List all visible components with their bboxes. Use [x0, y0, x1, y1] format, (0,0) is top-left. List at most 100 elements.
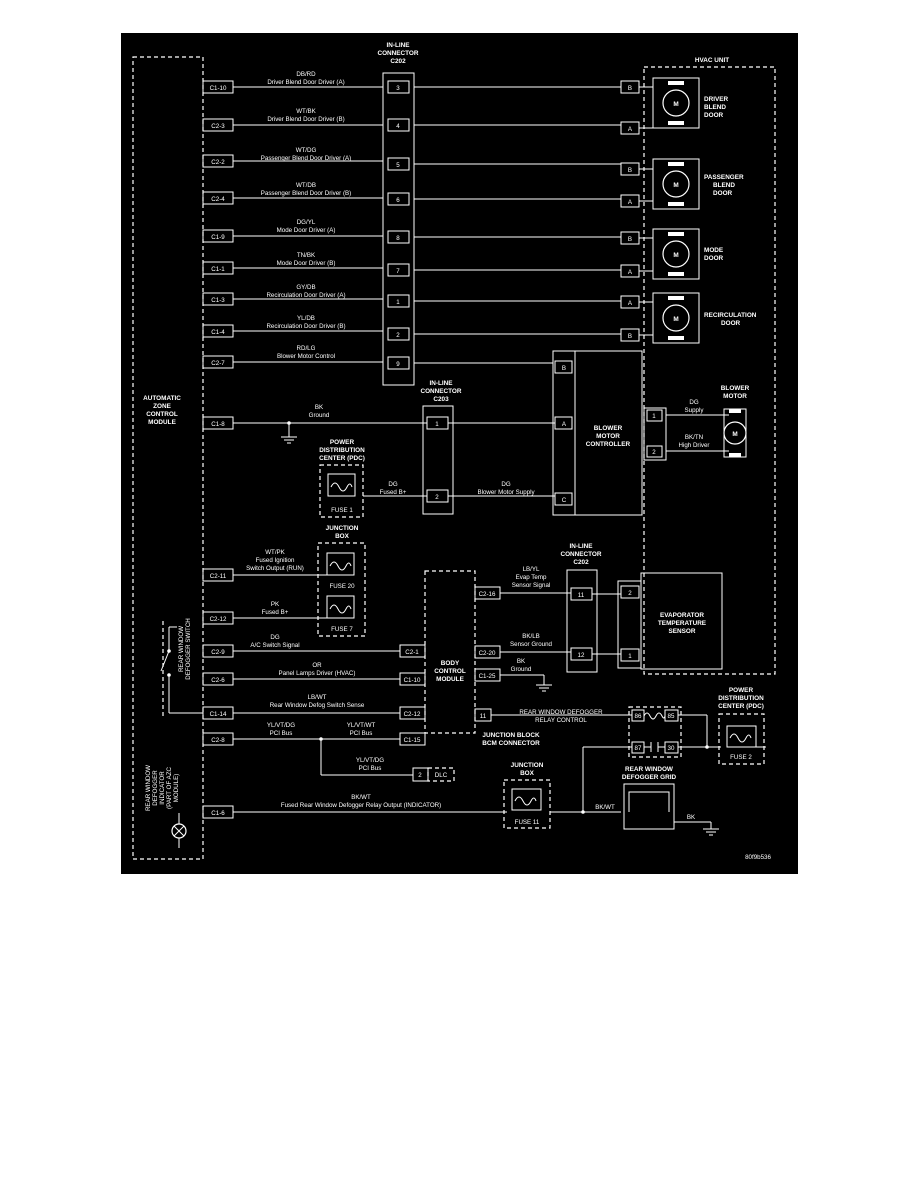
svg-text:RELAY CONTROL: RELAY CONTROL	[535, 717, 587, 724]
mode-door-motor: M MODE DOOR	[639, 228, 724, 280]
svg-text:DISTRIBUTION: DISTRIBUTION	[319, 447, 365, 454]
svg-text:YL/VT/DG: YL/VT/DG	[356, 757, 384, 764]
svg-text:9: 9	[396, 361, 400, 368]
evaporator-temperature-sensor: EVAPORATOR TEMPERATURE SENSOR	[617, 572, 723, 670]
svg-text:SENSOR: SENSOR	[669, 628, 696, 635]
svg-text:C2-1: C2-1	[405, 649, 419, 656]
svg-text:MOTOR: MOTOR	[596, 433, 620, 440]
svg-text:Blower Motor Control: Blower Motor Control	[277, 353, 335, 360]
svg-text:DEFOGGER: DEFOGGER	[152, 770, 159, 806]
svg-text:MODE: MODE	[704, 247, 724, 254]
svg-text:BLEND: BLEND	[713, 182, 735, 189]
svg-text:C2-16: C2-16	[479, 591, 496, 598]
svg-text:Driver Blend Door Driver (B): Driver Blend Door Driver (B)	[267, 116, 344, 123]
svg-text:DG: DG	[501, 481, 510, 488]
pdc-top: POWER DISTRIBUTION CENTER (PDC) FUSE 1	[319, 439, 365, 518]
svg-text:RD/LG: RD/LG	[297, 345, 316, 352]
svg-text:YL/VT/WT: YL/VT/WT	[347, 722, 376, 729]
svg-text:C2-9: C2-9	[211, 649, 225, 656]
svg-text:BK/LB: BK/LB	[522, 633, 540, 640]
svg-text:C1-9: C1-9	[211, 234, 225, 241]
circuit-row: C1-10 DB/RD Driver Blend Door Driver (A)…	[202, 71, 640, 94]
svg-text:M: M	[673, 252, 678, 259]
svg-text:DG/YL: DG/YL	[297, 219, 316, 226]
svg-text:INDICATOR: INDICATOR	[159, 771, 166, 805]
passenger-blend-door-motor: M PASSENGER BLEND DOOR	[639, 158, 744, 210]
svg-text:B: B	[628, 236, 632, 243]
svg-text:C2-3: C2-3	[211, 123, 225, 130]
svg-text:M: M	[673, 182, 678, 189]
circuit-row: C1-3 GY/DB Recirculation Door Driver (A)…	[202, 284, 640, 309]
svg-text:Passenger Blend Door Driver (A: Passenger Blend Door Driver (A)	[261, 155, 351, 162]
svg-text:B: B	[628, 85, 632, 92]
recirculation-door-motor: M RECIRCULATION DOOR	[639, 292, 757, 344]
rear-window-defogger-switch: REAR WINDOW DEFOGGER SWITCH	[160, 618, 203, 719]
svg-text:C2-20: C2-20	[479, 650, 496, 657]
svg-text:JUNCTION: JUNCTION	[326, 525, 359, 532]
circuit-row: C1-1 TN/BK Mode Door Driver (B) 7 A	[202, 252, 640, 278]
rear-window-defogger-grid: REAR WINDOW DEFOGGER GRID BK/WT BK	[595, 766, 719, 836]
svg-text:POWER: POWER	[729, 687, 754, 694]
svg-text:12: 12	[578, 652, 585, 659]
svg-text:3: 3	[396, 85, 400, 92]
circuit-row: C2-2 WT/DG Passenger Blend Door Driver (…	[202, 147, 640, 176]
svg-text:CONNECTOR: CONNECTOR	[420, 388, 461, 395]
driver-blend-door-motor: M DRIVER BLEND DOOR	[639, 77, 729, 129]
pdc-bottom: POWER DISTRIBUTION CENTER (PDC) FUSE 2	[718, 687, 766, 765]
svg-text:FUSE 20: FUSE 20	[329, 583, 355, 590]
svg-text:Fused B+: Fused B+	[262, 609, 289, 616]
svg-text:BK: BK	[517, 658, 526, 665]
svg-text:PCI Bus: PCI Bus	[270, 730, 293, 737]
circuit-row: C1-4 YL/DB Recirculation Door Driver (B)…	[202, 315, 640, 342]
svg-text:6: 6	[396, 197, 400, 204]
svg-text:DEFOGGER GRID: DEFOGGER GRID	[622, 774, 677, 781]
svg-text:PASSENGER: PASSENGER	[704, 174, 744, 181]
svg-text:CENTER (PDC): CENTER (PDC)	[319, 455, 365, 462]
svg-text:A: A	[628, 126, 633, 133]
svg-text:C1-6: C1-6	[211, 810, 225, 817]
svg-text:DLC: DLC	[435, 772, 448, 779]
svg-text:1: 1	[628, 653, 632, 660]
svg-text:Ground: Ground	[309, 412, 330, 419]
svg-text:MOTOR: MOTOR	[723, 393, 747, 400]
indicator-circuit: C1-6 BK/WT Fused Rear Window Defogger Re…	[202, 794, 507, 819]
svg-text:Sensor Signal: Sensor Signal	[512, 582, 551, 589]
svg-text:Evap Temp: Evap Temp	[516, 574, 547, 581]
svg-text:C2-2: C2-2	[211, 159, 225, 166]
svg-text:11: 11	[578, 592, 585, 599]
svg-text:JUNCTION: JUNCTION	[511, 762, 544, 769]
svg-text:C2-4: C2-4	[211, 196, 225, 203]
rear-window-defogger-indicator: REAR WINDOW DEFOGGER INDICATOR (PART OF …	[145, 765, 187, 848]
connector-c202-bottom	[566, 569, 598, 673]
svg-text:Driver Blend Door Driver (A): Driver Blend Door Driver (A)	[267, 79, 344, 86]
sensor-ground-circuit: C2-20 BK/LB Sensor Ground 12 1	[474, 633, 640, 662]
svg-text:C1-14: C1-14	[210, 711, 227, 718]
dlc-connector: YL/VT/DG PCI Bus 2 DLC	[320, 739, 455, 782]
svg-text:DG: DG	[270, 634, 279, 641]
svg-text:WT/BK: WT/BK	[296, 108, 316, 115]
svg-text:C202: C202	[390, 58, 406, 65]
svg-text:FUSE 11: FUSE 11	[515, 819, 540, 826]
svg-text:C202: C202	[573, 559, 589, 566]
circuit-row: C2-7 RD/LG Blower Motor Control 9	[202, 345, 554, 370]
connector-c202-top	[382, 72, 415, 386]
hvac-unit-outline	[643, 66, 776, 675]
svg-text:BK/TN: BK/TN	[685, 434, 703, 441]
svg-text:Switch Output (RUN): Switch Output (RUN)	[246, 565, 304, 572]
svg-text:YL/DB: YL/DB	[297, 315, 315, 322]
svg-text:TN/BK: TN/BK	[297, 252, 316, 259]
svg-text:2: 2	[418, 772, 422, 779]
svg-text:GY/DB: GY/DB	[296, 284, 315, 291]
svg-text:Sensor Ground: Sensor Ground	[510, 641, 553, 648]
svg-text:DEFOGGER SWITCH: DEFOGGER SWITCH	[185, 618, 192, 680]
svg-text:Fused Ignition: Fused Ignition	[256, 557, 295, 564]
svg-text:5: 5	[396, 162, 400, 169]
svg-text:C1-8: C1-8	[211, 421, 225, 428]
svg-text:DG: DG	[388, 481, 397, 488]
svg-text:C1-10: C1-10	[210, 85, 227, 92]
svg-text:A: A	[628, 269, 633, 276]
svg-text:IN-LINE: IN-LINE	[569, 543, 593, 550]
ignition-circuit: C2-11 WT/PK Fused Ignition Switch Output…	[202, 549, 327, 582]
svg-text:Ground: Ground	[511, 666, 532, 673]
svg-text:(PART OF AZC: (PART OF AZC	[166, 767, 173, 809]
